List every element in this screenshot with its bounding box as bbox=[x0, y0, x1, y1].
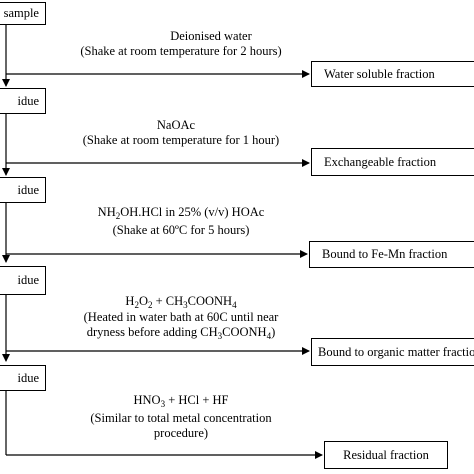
residue-box-2: idue bbox=[0, 177, 46, 203]
step5-reagent: HNO3 + HCl + HF bbox=[133, 393, 229, 409]
residue-box-3: idue bbox=[0, 266, 46, 295]
fraction-label: Residual fraction bbox=[343, 447, 429, 462]
fraction-box-fe-mn: Bound to Fe-Mn fraction bbox=[309, 241, 474, 268]
fraction-box-residual: Residual fraction bbox=[324, 441, 448, 469]
sample-box: sample bbox=[0, 2, 46, 25]
step2-reagent: NaOAc bbox=[156, 118, 196, 132]
residue-box-1: idue bbox=[0, 88, 46, 114]
step4-reagent: H2O2 + CH3COONH4 bbox=[125, 294, 237, 310]
residue-box-4: idue bbox=[0, 365, 46, 391]
step4-condition-line1: (Heated in water bath at 60C until near bbox=[83, 310, 279, 324]
step3-condition: (Shake at 60ºC for 5 hours) bbox=[112, 223, 250, 237]
sample-box-label: sample bbox=[3, 6, 39, 20]
fraction-box-organic-matter: Bound to organic matter fraction bbox=[311, 338, 474, 366]
fraction-label: Bound to organic matter fraction bbox=[318, 344, 474, 359]
step1-reagent: Deionised water bbox=[170, 29, 252, 43]
step5-condition-line2: procedure) bbox=[153, 426, 209, 440]
step3-reagent: NH2OH.HCl in 25% (v/v) HOAc bbox=[97, 205, 265, 221]
step2-condition: (Shake at room temperature for 1 hour) bbox=[82, 133, 280, 147]
step5-condition-line1: (Similar to total metal concentration bbox=[90, 411, 272, 425]
fraction-box-water-soluble: Water soluble fraction bbox=[311, 61, 474, 87]
step1-condition: (Shake at room temperature for 2 hours) bbox=[80, 44, 282, 58]
fraction-label: Exchangeable fraction bbox=[324, 154, 437, 169]
fraction-label: Bound to Fe-Mn fraction bbox=[322, 247, 448, 261]
fraction-label: Water soluble fraction bbox=[324, 66, 435, 81]
residue-box-label: idue bbox=[17, 93, 39, 108]
step4-condition-line2: dryness before adding CH3COONH4) bbox=[86, 325, 276, 341]
fraction-box-exchangeable: Exchangeable fraction bbox=[311, 148, 474, 176]
residue-box-label: idue bbox=[17, 370, 39, 385]
residue-box-label: idue bbox=[17, 273, 39, 287]
residue-box-label: idue bbox=[17, 182, 39, 197]
